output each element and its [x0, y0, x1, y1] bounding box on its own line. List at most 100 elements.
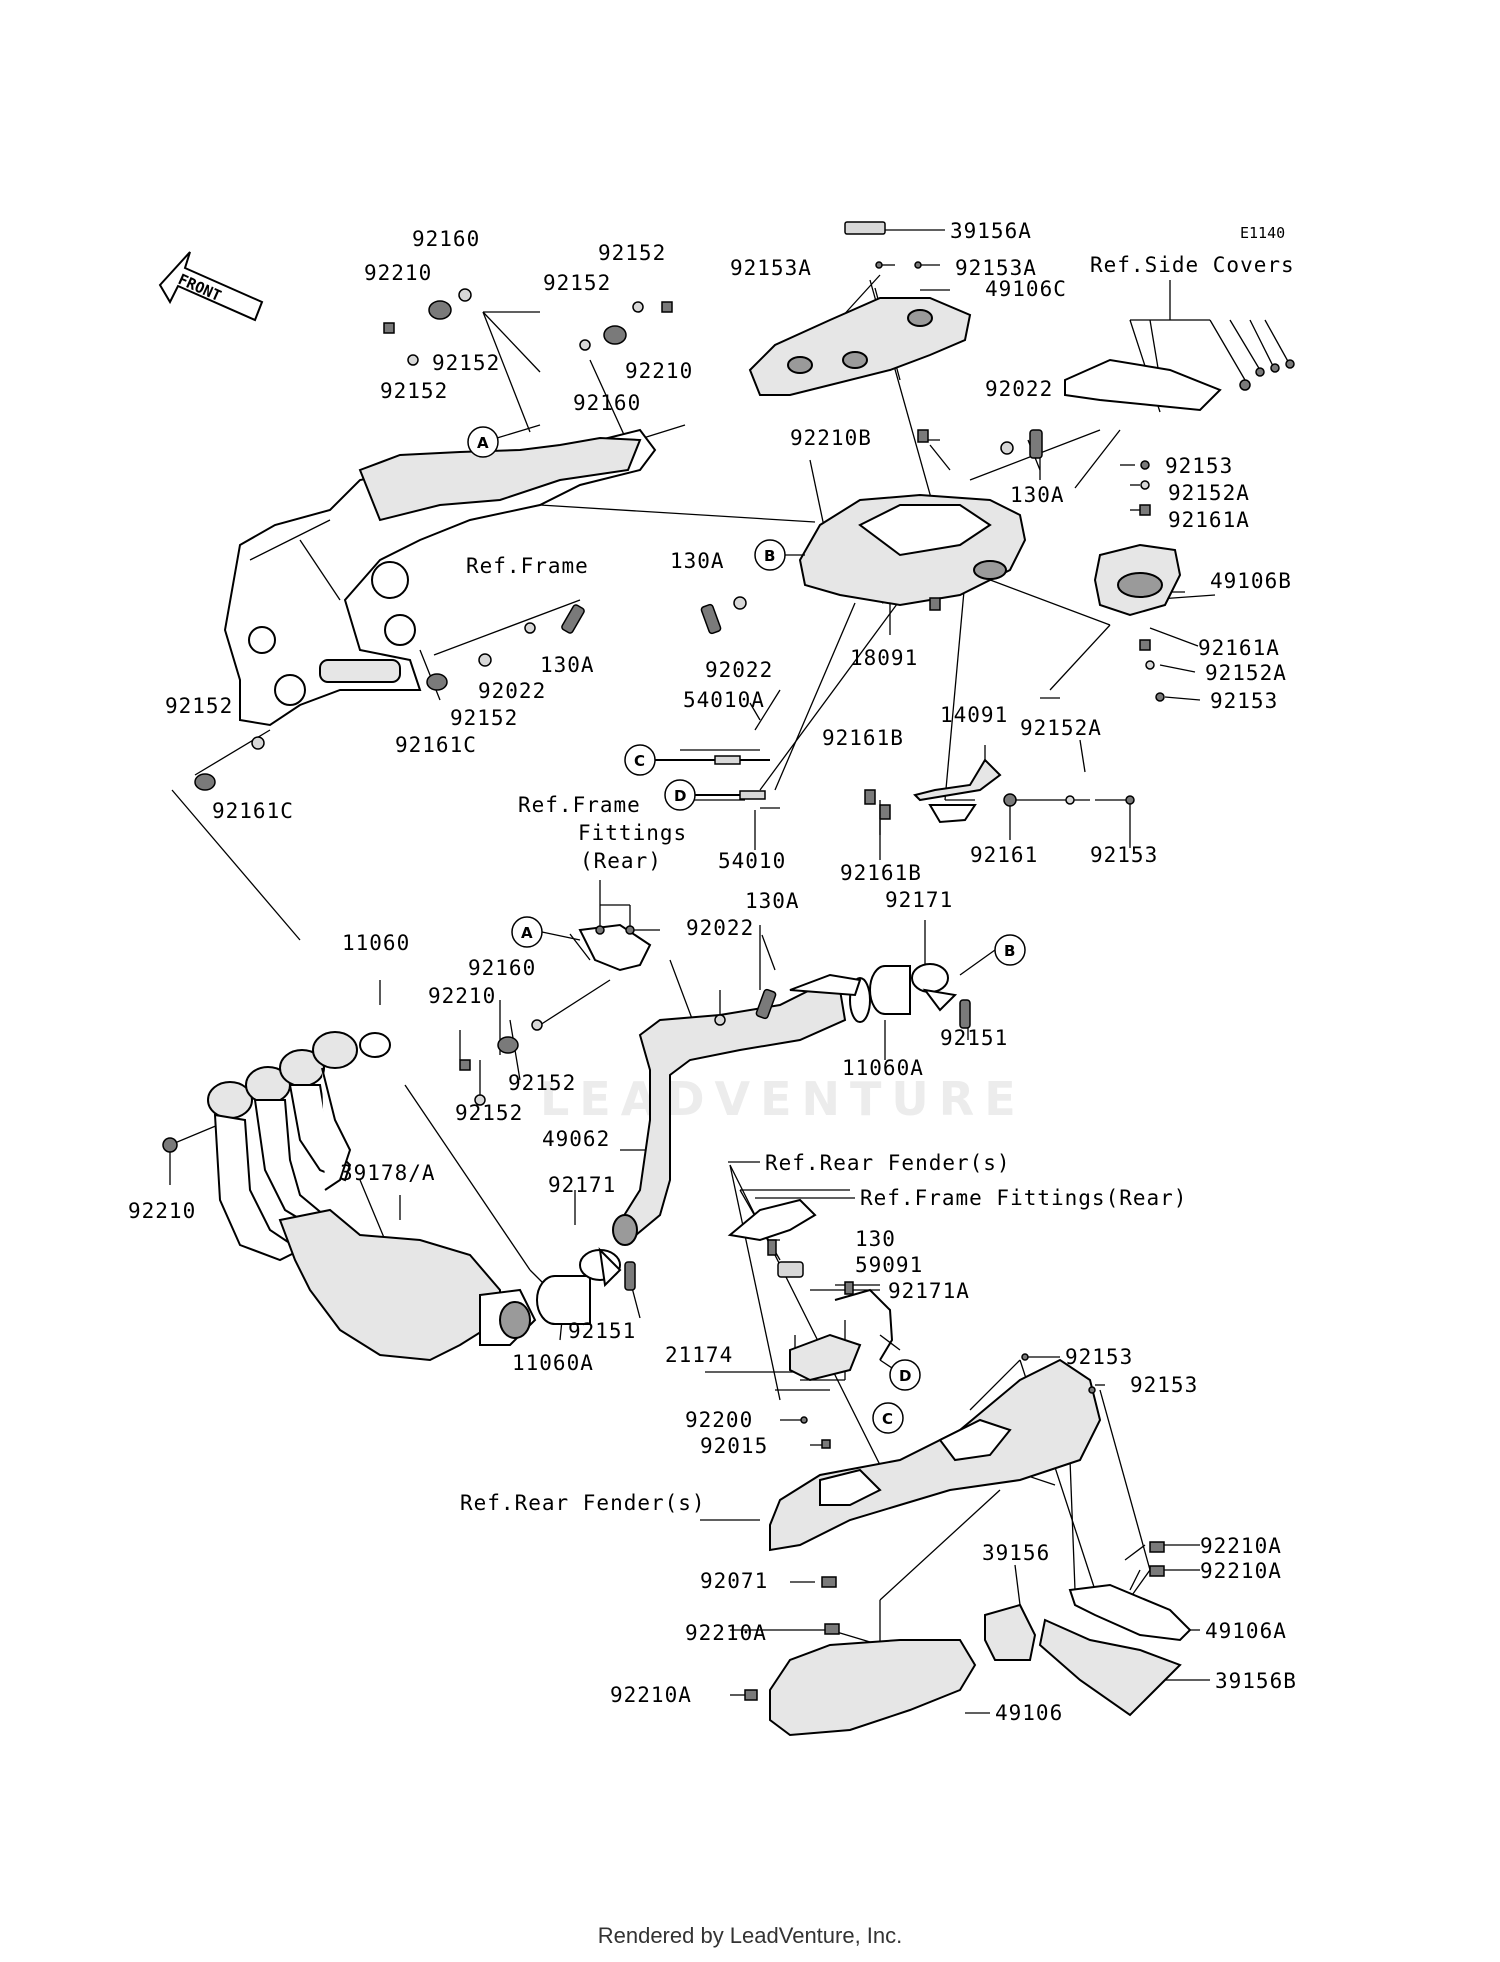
part-label: 92200: [685, 1408, 753, 1432]
frame-fittings-rear-part: [459, 923, 777, 1106]
part-label: 92152: [165, 694, 233, 718]
part-label: 92161C: [212, 799, 294, 823]
part-label: 92152A: [1205, 661, 1287, 685]
part-label: 92160: [468, 956, 536, 980]
mid-pipe-49062-part: [612, 973, 871, 1246]
part-label: 92152: [455, 1101, 523, 1125]
callout-c-top: C: [624, 744, 656, 776]
part-label: 92161A: [1198, 636, 1280, 660]
part-label: 92152: [450, 706, 518, 730]
part-label: 92152: [543, 271, 611, 295]
part-label: 92153A: [955, 256, 1037, 280]
part-label: 92152: [508, 1071, 576, 1095]
side-cover-ref-part: [1064, 358, 1295, 412]
part-label: 54010: [718, 849, 786, 873]
cover-49106-part: [744, 1623, 977, 1737]
part-label: 92171: [548, 1173, 616, 1197]
part-label: 92022: [985, 377, 1053, 401]
part-label: 11060: [342, 931, 410, 955]
top-cover-49106c-part: [748, 221, 972, 396]
svg-text:C: C: [882, 1410, 893, 1428]
part-label: 92071: [700, 1569, 768, 1593]
callout-a-mid: A: [511, 916, 543, 948]
part-label: 49106B: [1210, 569, 1292, 593]
part-label: 92151: [940, 1026, 1008, 1050]
frame-part: [223, 428, 657, 727]
ref-frame-fittings-rear: Ref.Frame Fittings(Rear): [860, 1186, 1187, 1210]
part-label: 92161A: [1168, 508, 1250, 532]
part-label: 92152: [380, 379, 448, 403]
part-label: 92210A: [1200, 1534, 1282, 1558]
callout-b-top: B: [754, 539, 786, 571]
part-label: 92015: [700, 1434, 768, 1458]
svg-text:D: D: [899, 1367, 911, 1385]
part-label: 130A: [1010, 483, 1065, 507]
part-label: 39156: [982, 1541, 1050, 1565]
part-label: 54010A: [683, 688, 765, 712]
svg-text:D: D: [674, 787, 686, 805]
part-label: 92153: [1165, 454, 1233, 478]
exhaust-header-39178a-part: [162, 1031, 537, 1362]
part-label: 49062: [542, 1127, 610, 1151]
part-label: 92022: [686, 916, 754, 940]
bracket-14091-part: [864, 758, 1135, 824]
part-label: 92210A: [610, 1683, 692, 1707]
rear-fender-parts: [727, 1198, 1102, 1588]
callout-c-low: C: [872, 1402, 904, 1434]
leader-lines: [169, 229, 1291, 1714]
part-label: 59091: [855, 1253, 923, 1277]
diagram-code: E1140: [1240, 224, 1285, 242]
callout-b-mid: B: [994, 934, 1026, 966]
part-label: 39156A: [950, 219, 1032, 243]
part-label: 49106A: [1205, 1619, 1287, 1643]
part-label: 92153A: [730, 256, 812, 280]
ref-side-covers: Ref.Side Covers: [1090, 253, 1295, 277]
top-left-hardware: [194, 288, 1043, 791]
callout-d-low: D: [889, 1359, 921, 1391]
part-label: 92152: [432, 351, 500, 375]
part-label: 92160: [573, 391, 641, 415]
part-label: 130A: [540, 653, 595, 677]
part-number-labels: 92160 92210 92152 92152 92152 92152 9221…: [128, 219, 1297, 1725]
upper-clamps-part: [869, 963, 971, 1029]
part-label: 92152A: [1020, 716, 1102, 740]
footer-credit: Rendered by LeadVenture, Inc.: [597, 1923, 903, 1948]
part-label: 92171: [885, 888, 953, 912]
svg-text:B: B: [764, 547, 775, 565]
ref-rear-fender-left: Ref.Rear Fender(s): [460, 1491, 706, 1515]
watermark-text: LEADVENTURE: [540, 1072, 1026, 1126]
ref-frame-fittings-l3: (Rear): [580, 849, 662, 873]
part-label: 92022: [478, 679, 546, 703]
part-label: 92210: [364, 261, 432, 285]
part-label: 92153: [1065, 1345, 1133, 1369]
part-label: 14091: [940, 703, 1008, 727]
ref-frame: Ref.Frame: [466, 554, 589, 578]
part-label: 92022: [705, 658, 773, 682]
svg-text:C: C: [634, 752, 645, 770]
svg-text:A: A: [521, 924, 533, 942]
callout-a-top: A: [467, 426, 499, 458]
part-label: 130A: [745, 889, 800, 913]
seat-tray-18091-part: [798, 493, 1027, 611]
gasket-11060-part: [359, 1032, 391, 1058]
front-arrow-icon: FRONT: [158, 251, 264, 322]
part-label: 130: [855, 1227, 896, 1251]
end-cap-49106b-part: [1093, 460, 1182, 702]
part-label: 92161: [970, 843, 1038, 867]
part-label: 92210: [625, 359, 693, 383]
part-label: 92153: [1130, 1373, 1198, 1397]
lower-clamps-part: [536, 1247, 636, 1325]
part-label: 39178/A: [340, 1161, 436, 1185]
part-label: 130A: [670, 549, 725, 573]
part-label: 92161C: [395, 733, 477, 757]
part-label: 92210: [428, 984, 496, 1008]
part-label: 39156B: [1215, 1669, 1297, 1693]
part-label: 92171A: [888, 1279, 970, 1303]
part-label: 92160: [412, 227, 480, 251]
part-label: 21174: [665, 1343, 733, 1367]
svg-text:A: A: [477, 434, 489, 452]
ref-frame-fittings-l1: Ref.Frame: [518, 793, 641, 817]
ref-frame-fittings-l2: Fittings: [578, 821, 687, 845]
